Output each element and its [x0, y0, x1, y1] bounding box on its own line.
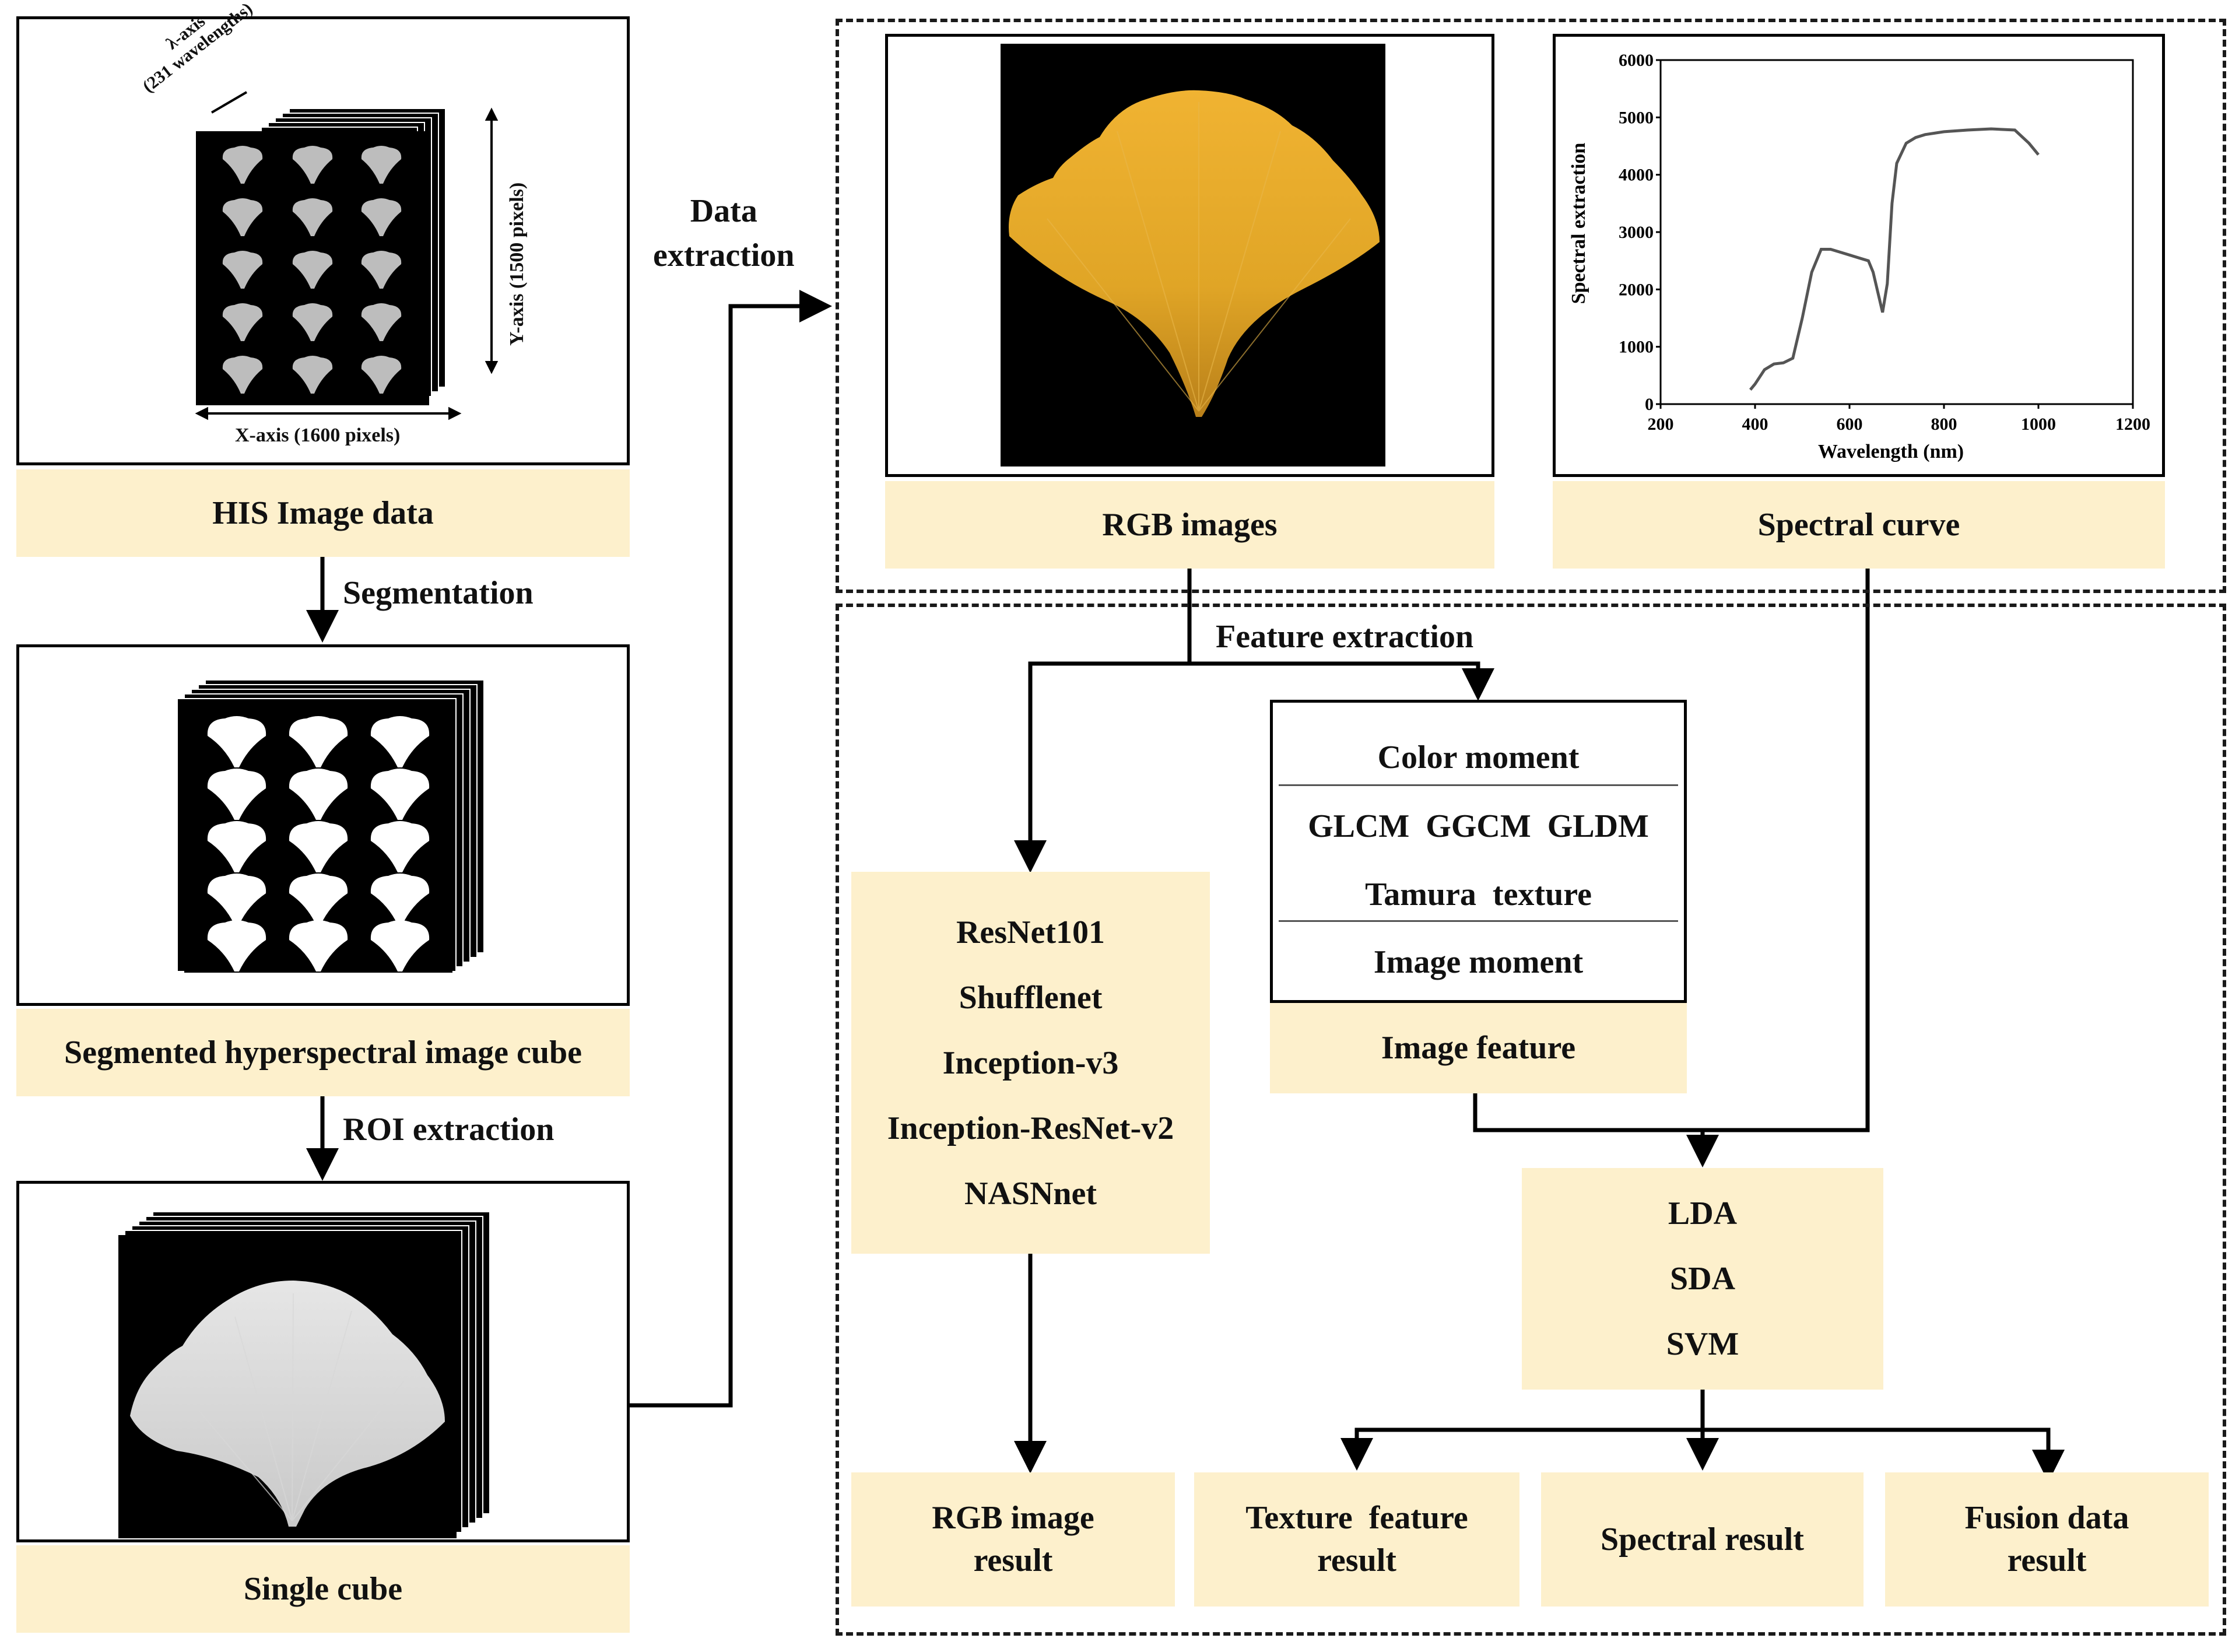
arrow-to-deep-models	[1014, 661, 1189, 873]
feature-divider	[1279, 920, 1678, 922]
classifier-sda: SDA	[1669, 1261, 1736, 1297]
feature-extraction-group	[836, 604, 2226, 1636]
deep-models-box: ResNet101 Shufflenet Inception-v3 Incept…	[851, 872, 1210, 1254]
model-nasnnet: NASNnet	[964, 1175, 1097, 1212]
spectral-curve-label: Spectral curve	[1553, 481, 2165, 569]
y-tick-label: 1000	[1619, 338, 1654, 357]
feature-row-color-moment: Color moment	[1377, 739, 1580, 776]
rgb-images-panel	[885, 34, 1494, 477]
chart-frame	[1659, 59, 2134, 405]
image-feature-label: Image feature	[1270, 1003, 1687, 1093]
y-tick-label: 6000	[1619, 51, 1654, 70]
model-resnet101: ResNet101	[956, 914, 1106, 950]
arrow-to-texture-result	[1340, 1427, 1703, 1471]
hsi-image-panel: λ-axis(231 wavelengths) Y-axis (1500 pix…	[16, 0, 630, 465]
feature-row-tamura: Tamura texture	[1365, 876, 1592, 913]
feature-row-texture-matrices: GLCM GGCM GLDM	[1308, 808, 1649, 844]
hsi-axes	[195, 91, 499, 420]
classifier-lda: LDA	[1668, 1195, 1738, 1232]
model-inception-resnet-v2: Inception-ResNet-v2	[887, 1110, 1174, 1146]
model-shufflenet: Shufflenet	[959, 979, 1103, 1016]
single-cube-panel	[16, 1181, 630, 1542]
spectral-curve-panel: 200 400 600 800 1000 1200 0 1000 2000 3000 4000 500…	[1553, 34, 2165, 477]
model-inception-v3: Inception-v3	[942, 1044, 1119, 1081]
feature-extraction-label: Feature extraction	[1216, 619, 1474, 655]
segmented-cube-label: Segmented hyperspectral image cube	[16, 1009, 630, 1096]
line-image-feature-down	[1473, 1093, 1703, 1132]
chart-xlabel: Wavelength (nm)	[1818, 441, 1964, 462]
data-extraction-group	[836, 19, 2226, 593]
hsi-leaf-grid	[196, 131, 429, 405]
rgb-images-label: RGB images	[885, 481, 1494, 569]
x-axis-label: X-axis (1600 pixels)	[235, 425, 401, 446]
arrow-data-extraction	[626, 290, 832, 1408]
x-tick-label: 400	[1742, 415, 1768, 434]
y-axis-label: Y-axis (1500 pixels)	[506, 182, 528, 346]
single-leaf-image	[118, 1235, 457, 1538]
line-spectral-down	[1686, 567, 1870, 1167]
y-tick-label: 3000	[1619, 223, 1654, 242]
spectral-chart: 200 400 600 800 1000 1200 0 1000 2000 3000 4000 500…	[1568, 51, 2150, 462]
segmented-leaf-grid	[184, 703, 452, 973]
rgb-leaf-image	[1001, 44, 1385, 467]
arrow-to-fusion-result	[1703, 1427, 2065, 1482]
x-tick-label: 1200	[2115, 415, 2150, 434]
x-tick-label: 1000	[2021, 415, 2056, 434]
data-extraction-label: Data extraction	[653, 193, 795, 273]
spectral-series-line	[1749, 127, 2040, 391]
classifiers-box: LDA SDA SVM	[1522, 1168, 1883, 1390]
x-tick-label: 600	[1837, 415, 1863, 434]
y-tick-label: 2000	[1619, 280, 1654, 299]
classifier-svm: SVM	[1666, 1326, 1739, 1362]
single-cube-label: Single cube	[16, 1545, 630, 1633]
x-tick-label: 800	[1931, 415, 1957, 434]
arrow-to-image-feature	[1189, 661, 1494, 701]
spectral-result: Spectral result	[1541, 1472, 1864, 1607]
feature-row-image-moment: Image moment	[1373, 944, 1584, 980]
y-tick-label: 0	[1645, 395, 1654, 414]
y-tick-label: 5000	[1619, 108, 1654, 127]
hsi-image-label: HIS Image data	[16, 469, 630, 557]
roi-extraction-step-label: ROI extraction	[343, 1111, 555, 1148]
segmented-cube-panel	[16, 644, 630, 1006]
chart-ylabel: Spectral extraction	[1568, 143, 1589, 304]
segmentation-step-label: Segmentation	[343, 575, 534, 611]
image-feature-box: Color moment GLCM GGCM GLDM Tamura textu…	[1270, 700, 1687, 1003]
y-tick-label: 4000	[1619, 166, 1654, 185]
feature-divider	[1279, 784, 1678, 786]
x-tick-label: 200	[1648, 415, 1674, 434]
